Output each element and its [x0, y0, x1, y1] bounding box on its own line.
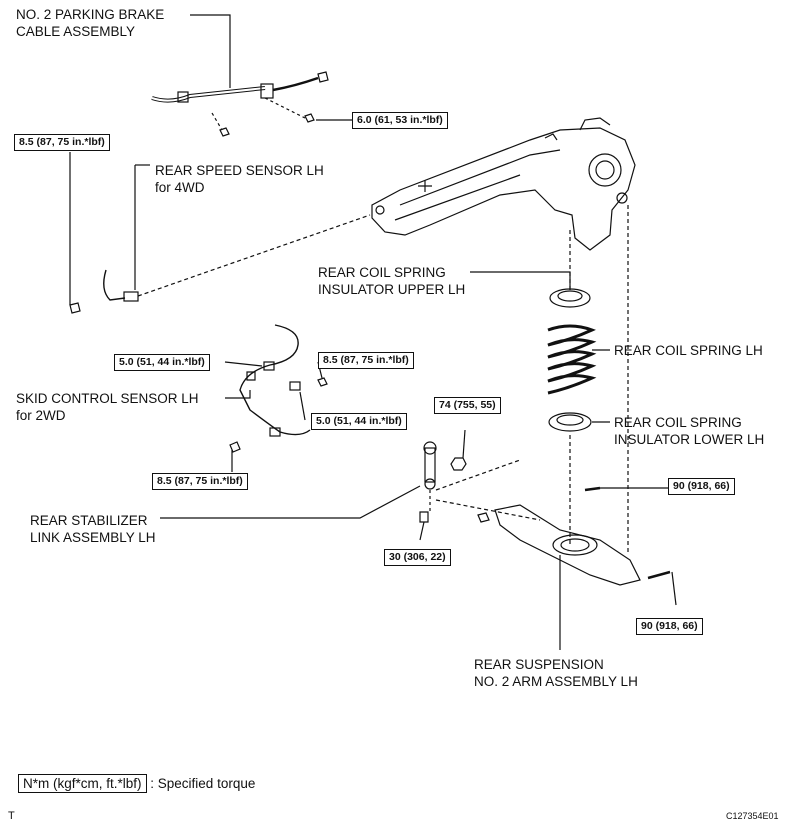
spring-insulator-upper-label: REAR COIL SPRING INSULATOR UPPER LH — [318, 264, 465, 298]
spring-insulator-lower-label-line1: REAR COIL SPRING — [614, 415, 742, 430]
figure-id: C127354E01 — [726, 811, 779, 821]
torque-legend: N*m (kgf*cm, ft.*lbf) : Specified torque — [18, 774, 256, 793]
footer-left-mark: T — [8, 810, 15, 822]
spring-insulator-lower-label-line2: INSULATOR LOWER LH — [614, 432, 765, 447]
skid-control-sensor-drawing — [229, 324, 328, 453]
coil-spring-label: REAR COIL SPRING LH — [614, 343, 763, 358]
skid-control-sensor-label-line1: SKID CONTROL SENSOR LH — [16, 391, 199, 406]
skid-control-sensor-label-line2: for 2WD — [16, 408, 66, 423]
stabilizer-link-label-line2: LINK ASSEMBLY LH — [30, 530, 156, 545]
legend-text: : Specified torque — [150, 776, 256, 791]
leader-lines — [160, 14, 677, 606]
torque-arm-bolt-upper: 90 (918, 66) — [668, 478, 735, 495]
rear-trailing-arm-drawing — [371, 117, 636, 251]
suspension-arm-label: REAR SUSPENSION NO. 2 ARM ASSEMBLY LH — [474, 656, 638, 690]
rear-speed-sensor-label-line2: for 4WD — [155, 180, 205, 195]
spring-insulator-lower-label: REAR COIL SPRING INSULATOR LOWER LH — [614, 414, 764, 448]
spring-insulator-upper-label-line2: INSULATOR UPPER LH — [318, 282, 466, 297]
torque-cable-bolt: 6.0 (61, 53 in.*lbf) — [352, 112, 448, 129]
rear-speed-sensor-drawing — [69, 152, 371, 314]
torque-arm-bolt-lower: 90 (918, 66) — [636, 618, 703, 635]
torque-skid-sensor-lower: 8.5 (87, 75 in.*lbf) — [152, 473, 248, 490]
suspension-arm-label-line1: REAR SUSPENSION — [474, 657, 604, 672]
torque-skid-sensor-upper-left: 5.0 (51, 44 in.*lbf) — [114, 354, 210, 371]
suspension-arm-label-line2: NO. 2 ARM ASSEMBLY LH — [474, 674, 638, 689]
legend-unit-box: N*m (kgf*cm, ft.*lbf) — [18, 774, 147, 793]
spring-insulator-upper-label-line1: REAR COIL SPRING — [318, 265, 446, 280]
rear-speed-sensor-label: REAR SPEED SENSOR LH for 4WD — [155, 162, 324, 196]
stabilizer-link-label: REAR STABILIZER LINK ASSEMBLY LH — [30, 512, 156, 546]
parking-brake-cable-label: NO. 2 PARKING BRAKE CABLE ASSEMBLY — [16, 6, 164, 40]
suspension-arm-drawing — [477, 486, 671, 650]
stabilizer-link-label-line1: REAR STABILIZER — [30, 513, 148, 528]
torque-skid-sensor-upper-right: 8.5 (87, 75 in.*lbf) — [318, 352, 414, 369]
parking-brake-cable-label-line2: CABLE ASSEMBLY — [16, 24, 136, 39]
torque-speed-sensor-bolt: 8.5 (87, 75 in.*lbf) — [14, 134, 110, 151]
torque-stabilizer-nut-lower: 30 (306, 22) — [384, 549, 451, 566]
stabilizer-link-drawing — [419, 441, 541, 523]
parking-brake-cable-drawing — [151, 71, 352, 137]
skid-control-sensor-label: SKID CONTROL SENSOR LH for 2WD — [16, 390, 199, 424]
torque-skid-sensor-middle: 5.0 (51, 44 in.*lbf) — [311, 413, 407, 430]
coil-spring-drawing — [547, 205, 629, 555]
torque-stabilizer-nut-upper: 74 (755, 55) — [434, 397, 501, 414]
parking-brake-cable-label-line1: NO. 2 PARKING BRAKE — [16, 7, 165, 22]
rear-speed-sensor-label-line1: REAR SPEED SENSOR LH — [155, 163, 324, 178]
